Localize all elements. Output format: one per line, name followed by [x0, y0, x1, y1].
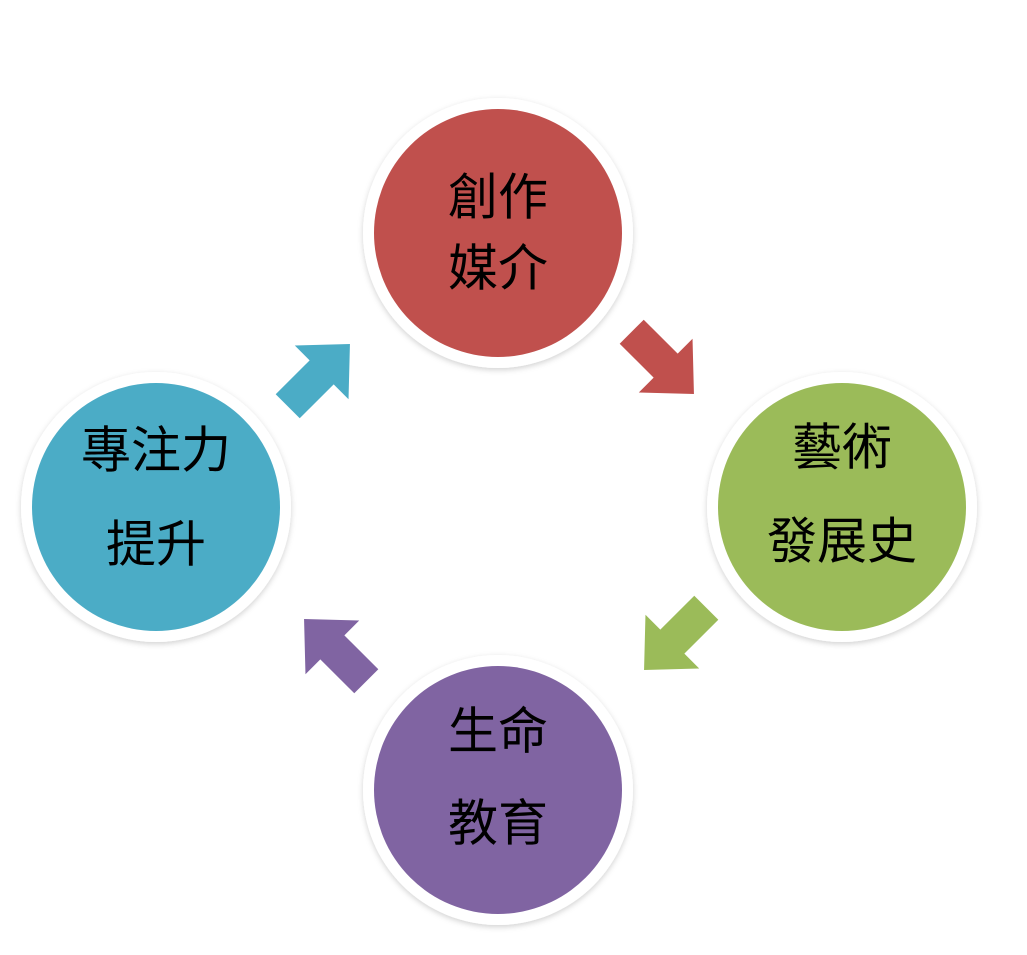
node-art-history: 藝術 發展史 [707, 372, 977, 642]
arrow-creative-to-art [619, 319, 694, 394]
node-life-education: 生命 教育 [363, 655, 633, 925]
node-label-line-1: 藝術 [792, 419, 892, 477]
node-label-line-1: 生命 [448, 703, 548, 761]
arrow-life-to-focus [304, 619, 379, 694]
node-focus-improvement: 專注力 提升 [21, 372, 291, 642]
node-label-line-2: 發展史 [767, 513, 917, 571]
arrow-shape [275, 344, 350, 419]
node-circle [374, 109, 622, 357]
node-circle [374, 666, 622, 914]
node-label-line-2: 教育 [448, 795, 548, 853]
node-circle [718, 383, 966, 631]
arrow-shape [644, 595, 719, 670]
node-label-line-2: 提升 [106, 516, 206, 574]
node-circle [32, 383, 280, 631]
node-label-line-1: 創作 [448, 169, 548, 227]
arrow-focus-to-creative [275, 344, 350, 419]
node-label-line-1: 專注力 [81, 422, 231, 480]
node-creative-media: 創作 媒介 [363, 98, 633, 368]
arrow-art-to-life [644, 595, 719, 670]
arrow-shape [619, 319, 694, 394]
arrow-shape [304, 619, 379, 694]
node-label-line-2: 媒介 [448, 240, 548, 298]
